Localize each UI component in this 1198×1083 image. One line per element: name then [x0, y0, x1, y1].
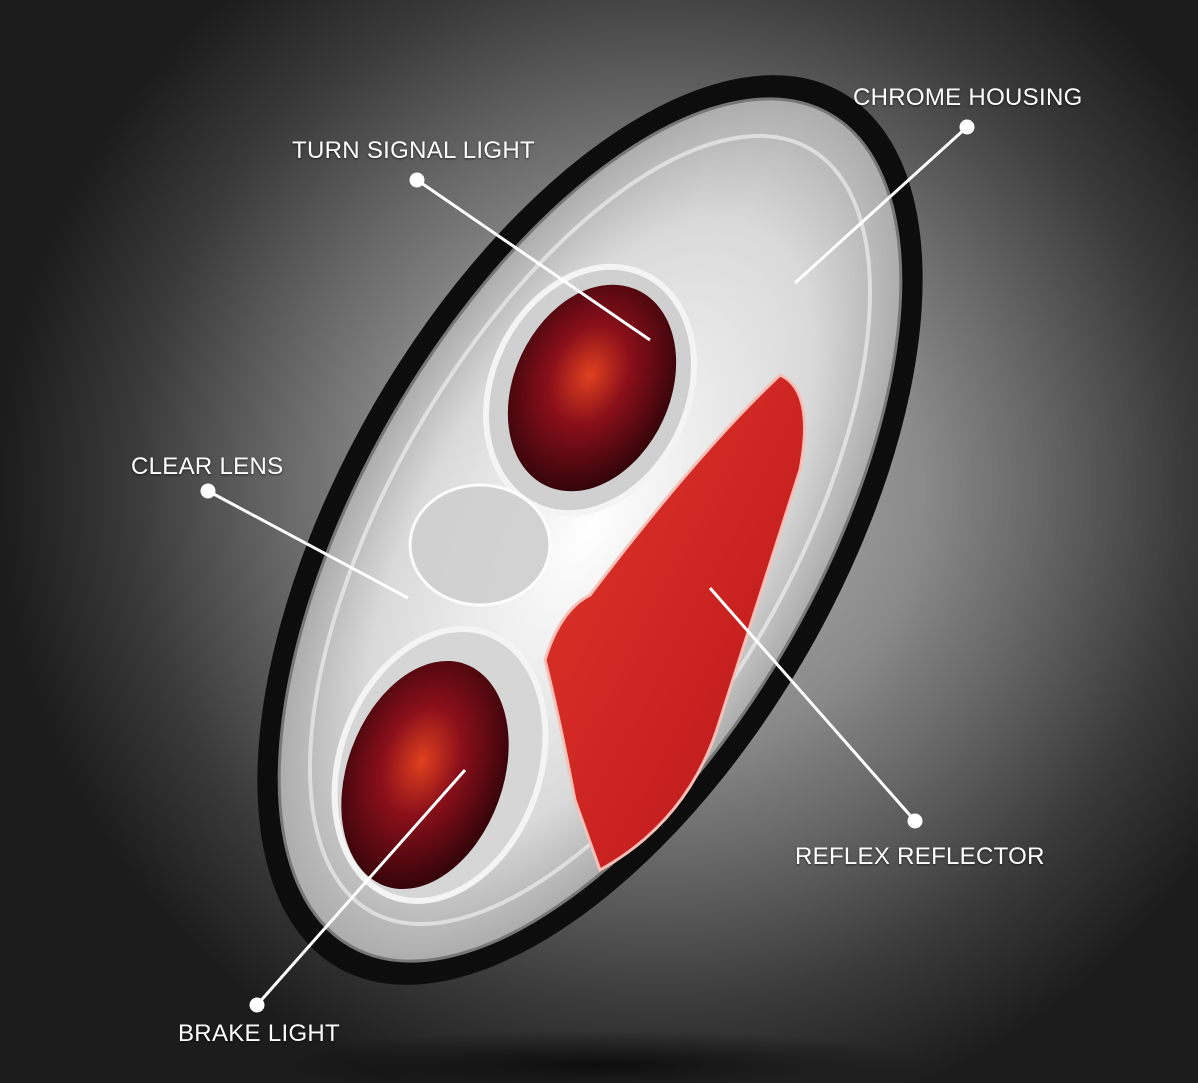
clear-lens-leader [207, 489, 409, 600]
chrome-housing-dot [959, 119, 975, 135]
brake-bulb [331, 626, 549, 904]
chrome-housing-leader [793, 125, 969, 285]
floor-shadow [270, 1030, 930, 1083]
turn-signal-bulb [483, 263, 697, 517]
reflex-reflector-shape [543, 373, 806, 873]
tail-light-body [257, 75, 923, 985]
clear-lens-shape [408, 483, 552, 607]
brake-light-leader [255, 769, 467, 1006]
reflex-reflector-label: REFLEX REFLECTOR [795, 843, 1045, 870]
turn-signal-leader [416, 178, 651, 342]
reflex-reflector-leader [708, 587, 917, 822]
callout-lines [200, 119, 975, 1013]
turn-signal-light-label: TURN SIGNAL LIGHT [292, 137, 535, 164]
clear-lens-label: CLEAR LENS [131, 453, 284, 480]
turn-signal-dot [409, 172, 425, 188]
brake-light-dot [249, 997, 265, 1013]
reflex-reflector-dot [907, 813, 923, 829]
brake-light-label: BRAKE LIGHT [178, 1020, 341, 1047]
clear-lens-dot [200, 483, 216, 499]
chrome-housing-label: CHROME HOUSING [853, 84, 1083, 111]
